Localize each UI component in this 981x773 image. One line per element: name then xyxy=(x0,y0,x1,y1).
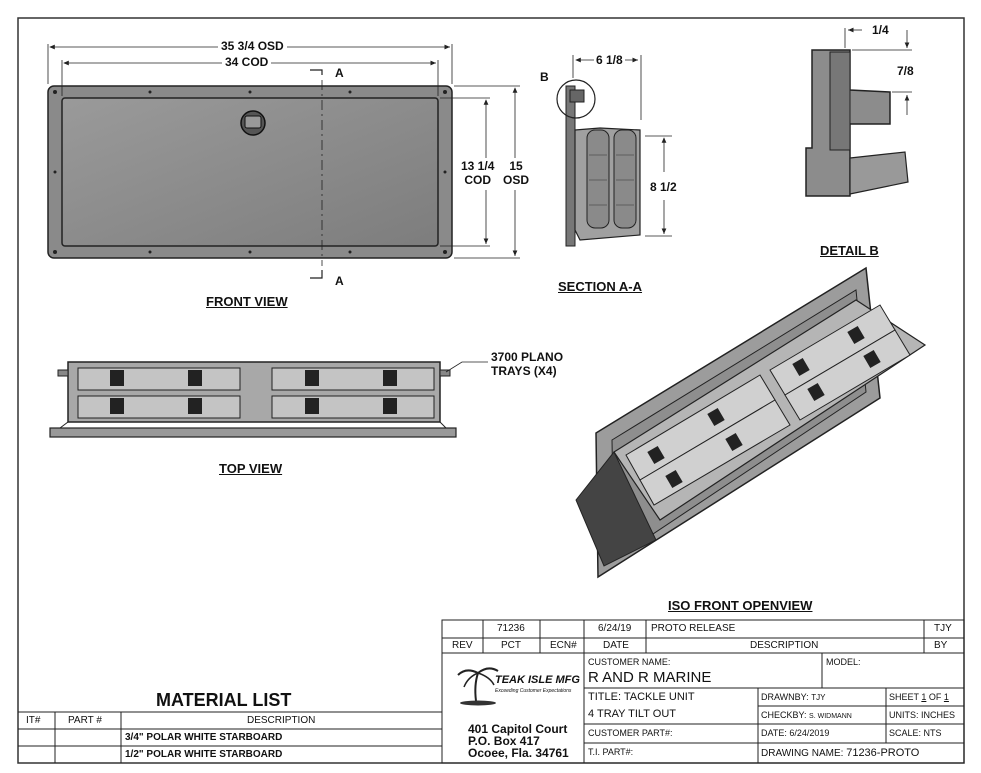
palm-logo xyxy=(457,667,499,706)
material-header-it: IT# xyxy=(26,715,41,726)
checkby-label: CHECKBY: xyxy=(761,710,807,720)
drawnby-label: DRAWNBY: xyxy=(761,692,809,702)
sheet-row: SHEET 1 OF 1 xyxy=(889,692,949,702)
title-line1-row: TITLE: TACKLE UNIT xyxy=(588,691,695,703)
sheet-number: 1 xyxy=(921,692,927,702)
section-marker-bottom: A xyxy=(335,274,344,288)
title-line2: 4 TRAY TILT OUT xyxy=(588,708,677,720)
company-address1: 401 Capitol Court xyxy=(468,722,568,736)
sheet-total: 1 xyxy=(943,692,949,702)
rev-header-description: DESCRIPTION xyxy=(750,640,819,651)
drawnby-row: DRAWNBY: TJY xyxy=(761,692,825,702)
front-view-drawing xyxy=(47,44,520,279)
units-value: INCHES xyxy=(921,710,956,720)
rev-pct: 71236 xyxy=(497,623,525,634)
customer-name: R AND R MARINE xyxy=(588,669,712,686)
iso-view-title: ISO FRONT OPENVIEW xyxy=(668,598,813,613)
rev-by: TJY xyxy=(934,623,952,634)
company-name: TEAK ISLE MFG xyxy=(495,674,580,686)
checkby-value: S. WIDMANN xyxy=(809,713,852,720)
cod-height-label: 13 1/4 COD xyxy=(461,159,494,187)
cod-height-txt: COD xyxy=(464,173,492,187)
rev-description: PROTO RELEASE xyxy=(651,623,736,634)
material-list-title: MATERIAL LIST xyxy=(156,690,292,710)
date-row: DATE: 6/24/2019 xyxy=(761,728,829,738)
material-row-1-desc: 3/4" POLAR WHITE STARBOARD xyxy=(125,732,283,743)
material-header-description: DESCRIPTION xyxy=(247,715,316,726)
sheet-of: OF xyxy=(928,692,942,702)
sheet-label: SHEET xyxy=(889,692,919,702)
drawing-name-label: DRAWING NAME: xyxy=(761,748,844,759)
scale-label: SCALE: xyxy=(889,728,922,738)
customer-label: CUSTOMER NAME: xyxy=(588,657,671,667)
ti-part-label: T.I. PART#: xyxy=(588,747,634,757)
title-line1: TACKLE UNIT xyxy=(623,691,695,703)
drawing-name-value: 71236-PROTO xyxy=(846,747,920,759)
material-list-frame xyxy=(18,711,442,763)
detail-view-title: DETAIL B xyxy=(820,243,879,258)
date-label: DATE: xyxy=(761,728,787,738)
title-label: TITLE: xyxy=(588,691,622,703)
material-header-part: PART # xyxy=(68,715,102,726)
section-view-title: SECTION A-A xyxy=(558,279,643,294)
cod-height-num: 13 1/4 xyxy=(461,159,495,173)
detail-top-dim: 1/4 xyxy=(872,23,889,37)
top-view-title: TOP VIEW xyxy=(219,461,283,476)
rev-header-rev: REV xyxy=(452,640,473,651)
checkby-row: CHECKBY: S. WIDMANN xyxy=(761,710,852,720)
material-row-2-desc: 1/2" POLAR WHITE STARBOARD xyxy=(125,749,283,760)
cod-width-label: 34 COD xyxy=(222,55,272,69)
top-view-drawing xyxy=(49,361,488,438)
detail-marker: B xyxy=(540,70,549,84)
section-marker-top: A xyxy=(335,66,344,80)
model-label: MODEL: xyxy=(826,657,861,667)
company-tagline: Exceeding Customer Expectations xyxy=(495,688,572,694)
rev-header-pct: PCT xyxy=(501,640,521,651)
customer-part-label: CUSTOMER PART#: xyxy=(588,728,673,738)
drawing-name-row: DRAWING NAME: 71236-PROTO xyxy=(761,747,919,759)
detail-view-drawing xyxy=(805,27,912,197)
osd-height-num: 15 xyxy=(509,159,523,173)
trays-callout-line1: 3700 PLANO xyxy=(491,350,564,364)
drawnby-value: TJY xyxy=(811,693,826,702)
units-row: UNITS: INCHES xyxy=(889,710,955,720)
trays-callout-line2: TRAYS (X4) xyxy=(491,364,557,378)
osd-width-label: 35 3/4 OSD xyxy=(218,39,287,53)
section-width-label: 6 1/8 xyxy=(594,53,625,67)
osd-height-label: 15 OSD xyxy=(503,159,529,187)
front-view-title: FRONT VIEW xyxy=(206,294,288,309)
company-address3: Ocoee, Fla. 34761 xyxy=(468,746,569,760)
section-height-label: 8 1/2 xyxy=(650,180,677,194)
scale-value: NTS xyxy=(923,728,942,738)
title-block-frame xyxy=(441,619,965,764)
rev-header-ecn: ECN# xyxy=(550,640,577,651)
company-address2: P.O. Box 417 xyxy=(468,734,540,748)
scale-row: SCALE: NTS xyxy=(889,728,942,738)
rev-date: 6/24/19 xyxy=(598,623,632,634)
osd-height-txt: OSD xyxy=(503,173,530,187)
section-view-drawing xyxy=(556,55,672,247)
date-value: 6/24/2019 xyxy=(789,728,830,738)
iso-view-drawing xyxy=(575,266,927,579)
rev-header-by: BY xyxy=(934,640,948,651)
units-label: UNITS: xyxy=(889,710,919,720)
detail-side-dim: 7/8 xyxy=(897,64,914,78)
rev-header-date: DATE xyxy=(603,640,629,651)
